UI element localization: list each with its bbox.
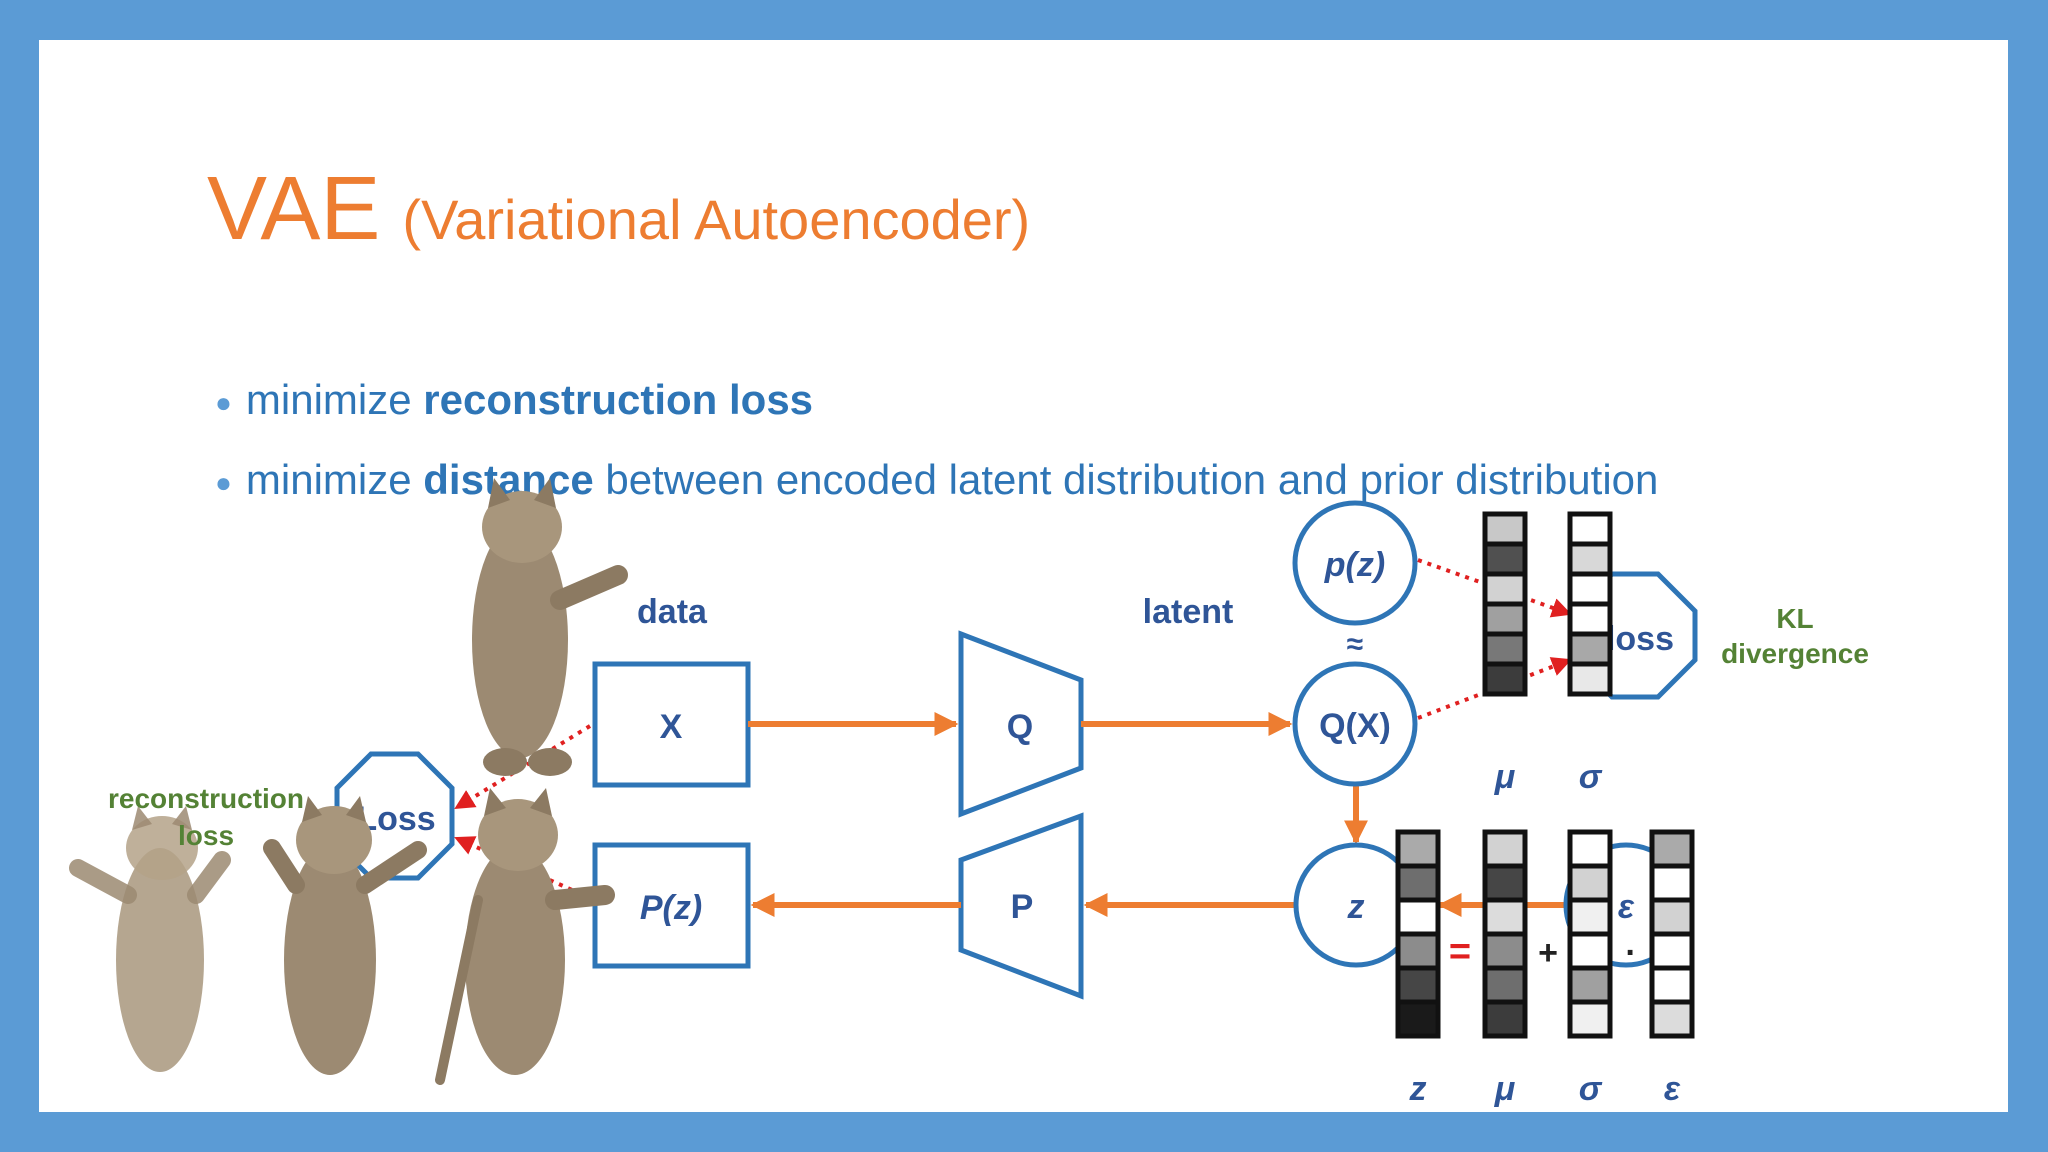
vector-cell	[1567, 511, 1613, 547]
qx-label: Q(X)	[1319, 707, 1391, 745]
vector-cell	[1395, 965, 1441, 1005]
bullet-item: ●minimize distance between encoded laten…	[215, 440, 1658, 520]
mu-vector	[1482, 829, 1528, 1039]
sigma-vector-top	[1567, 511, 1613, 697]
vector-cell	[1395, 863, 1441, 903]
recon-label: reconstruction	[108, 783, 304, 814]
latent-label: latent	[1143, 593, 1234, 631]
vector-cell	[1482, 571, 1528, 607]
vector-cell	[1567, 571, 1613, 607]
z-vector-label: z	[1409, 1070, 1427, 1108]
vector-cell	[1649, 863, 1695, 903]
cat-middle-image	[263, 796, 427, 1075]
vector-cell	[1567, 661, 1613, 697]
bullet-dot-icon: ●	[215, 386, 232, 418]
vector-cell	[1482, 829, 1528, 869]
vector-cell	[1395, 999, 1441, 1039]
vector-cell	[1567, 965, 1613, 1005]
sigma-top-label: σ	[1579, 758, 1603, 796]
pz-output-label: P(z)	[640, 889, 702, 927]
encoder-q-label: Q	[1007, 708, 1033, 746]
vector-cell	[1482, 631, 1528, 667]
vector-cell	[1567, 931, 1613, 971]
vector-cell	[1482, 601, 1528, 637]
bullet-text: minimize	[245, 456, 424, 503]
mu-vector-top	[1482, 511, 1528, 697]
encoder-q	[958, 630, 1084, 818]
vector-cell	[1482, 965, 1528, 1005]
vector-cell	[1649, 931, 1695, 971]
bullet-item: ● minimize reconstruction loss	[215, 360, 1658, 440]
z-vector	[1395, 829, 1441, 1039]
qx-circle	[1292, 661, 1418, 787]
mu-vector-label: μ	[1494, 1070, 1516, 1108]
epsilon-circle-label: ε	[1618, 888, 1635, 926]
mu-top-label: μ	[1494, 758, 1516, 796]
divergence-label: divergence	[1721, 638, 1869, 669]
bullet-list: ● minimize reconstruction loss ● minimize …	[215, 360, 1658, 520]
title-main: VAE	[207, 159, 381, 259]
vector-cell	[1567, 631, 1613, 667]
approx-symbol: ≈	[1347, 628, 1363, 661]
vector-cell	[1649, 965, 1695, 1005]
sigma-vector	[1567, 829, 1613, 1039]
vector-cell	[1649, 897, 1695, 937]
z-circle-label: z	[1347, 888, 1365, 926]
data-label: data	[637, 593, 708, 631]
epsilon-vector	[1649, 829, 1695, 1039]
vector-cell	[1482, 541, 1528, 577]
vector-cell	[1482, 931, 1528, 971]
x-input-box	[592, 661, 751, 788]
bullet-text: minimize	[245, 376, 424, 423]
vector-cell	[1482, 863, 1528, 903]
vector-cell	[1395, 897, 1441, 937]
vector-cell	[1567, 863, 1613, 903]
title-subtitle: (Variational Autoencoder)	[402, 188, 1031, 251]
bullet-bold-text: reconstruction loss	[423, 376, 814, 423]
bullet-text-suffix: between encoded latent distribution and …	[593, 456, 1659, 503]
vector-cell	[1567, 829, 1613, 869]
recon-arrow-input	[454, 724, 592, 810]
cat-left-image	[69, 806, 231, 1072]
vector-cell	[1395, 931, 1441, 971]
x-input-label: X	[660, 708, 683, 746]
epsilon-vector-label: ε	[1664, 1070, 1681, 1108]
vector-cell	[1567, 541, 1613, 577]
kl-label: KL	[1776, 603, 1813, 634]
vector-cell	[1567, 999, 1613, 1039]
decoder-p	[958, 812, 1084, 1000]
vector-cell	[1567, 601, 1613, 637]
cat-input-image	[472, 478, 628, 776]
kl-loss-label: loss	[1606, 620, 1674, 658]
equals-sign: =	[1449, 931, 1471, 973]
prior-pz-label: p(z)	[1324, 546, 1385, 584]
prior-pz-circle	[1292, 500, 1418, 626]
vector-cell	[1649, 829, 1695, 869]
recon-loss-word: loss	[178, 820, 234, 851]
vector-cell	[1482, 661, 1528, 697]
slide-title: VAE (Variational Autoencoder)	[207, 158, 1030, 261]
vector-cell	[1482, 999, 1528, 1039]
cat-output-image	[435, 788, 615, 1085]
vector-cell	[1482, 511, 1528, 547]
vector-cell	[1567, 897, 1613, 937]
vector-cell	[1649, 999, 1695, 1039]
sigma-vector-label: σ	[1579, 1070, 1603, 1108]
vector-cell	[1395, 829, 1441, 869]
decoder-p-label: P	[1011, 888, 1034, 926]
times-sign: ·	[1625, 934, 1636, 972]
plus-sign: +	[1538, 934, 1558, 972]
vector-cell	[1482, 897, 1528, 937]
bullet-dot-icon: ●	[215, 466, 232, 498]
